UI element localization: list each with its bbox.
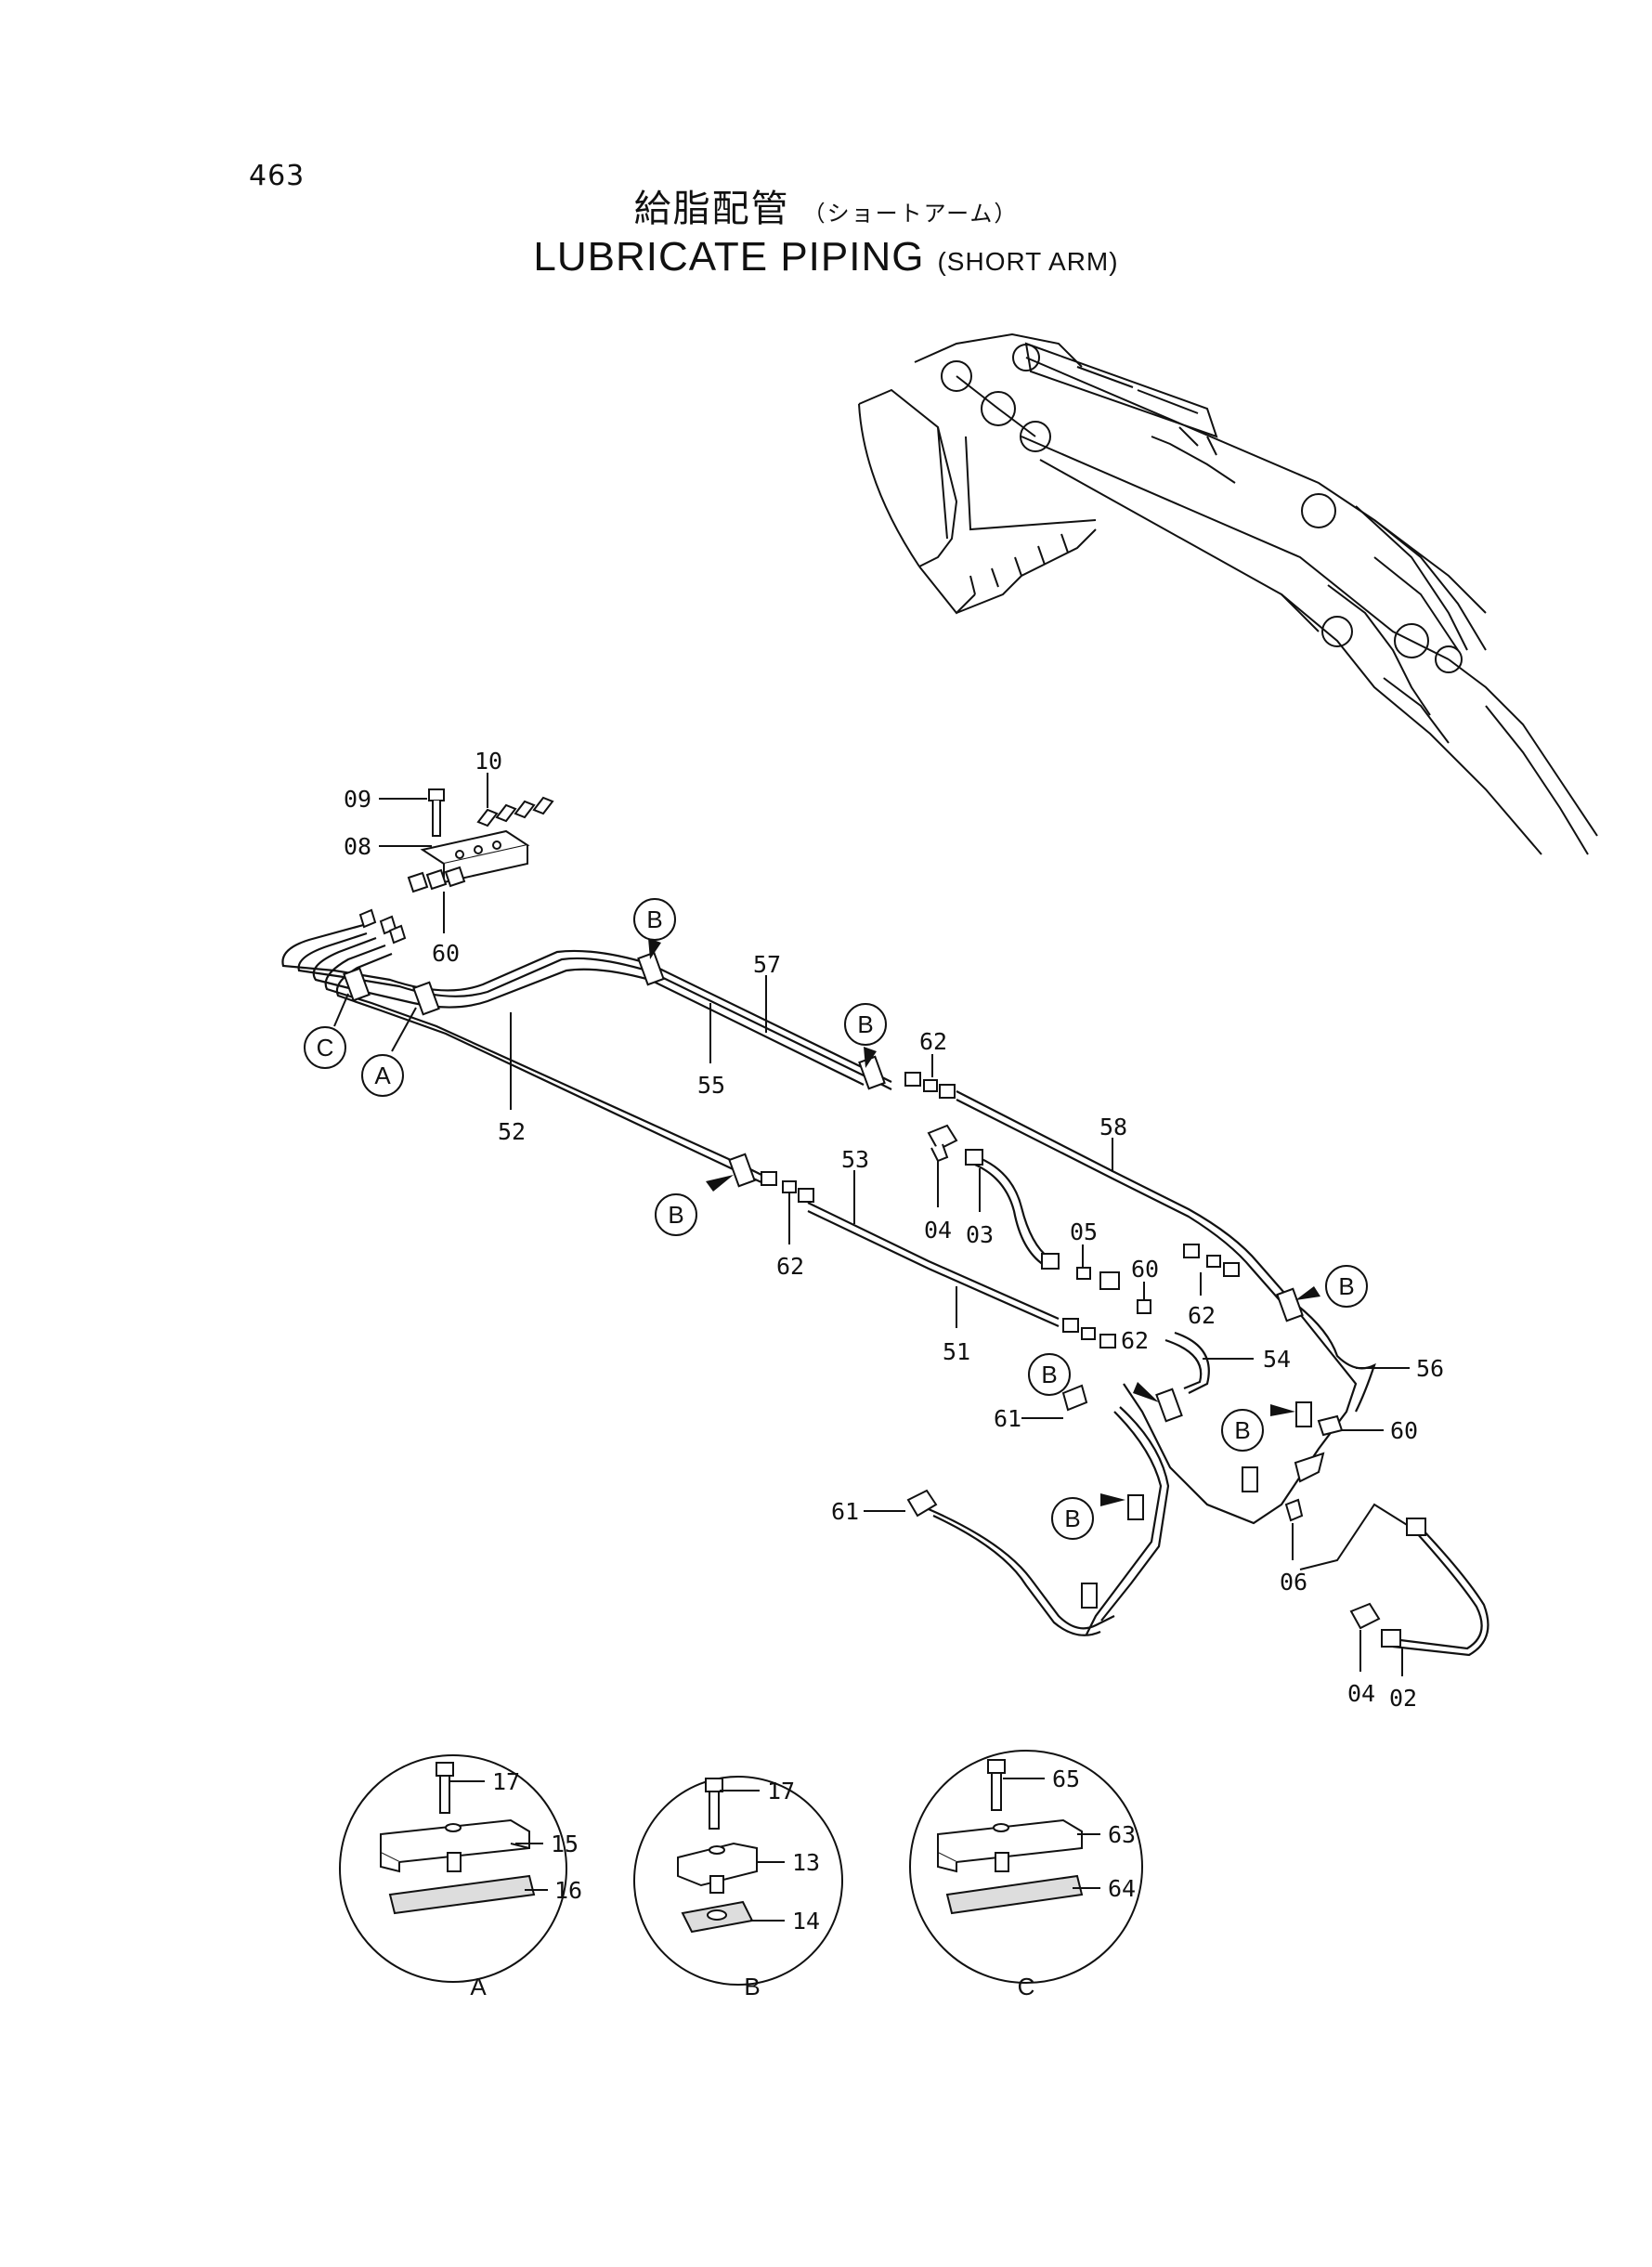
callout-b6: B <box>1221 1404 1295 1452</box>
label-05: 05 <box>1070 1218 1098 1245</box>
title-english: LUBRICATE PIPING (SHORT ARM) <box>0 234 1652 280</box>
callout-b5-letter: B <box>1041 1361 1057 1388</box>
fittings <box>358 788 1426 1648</box>
label-54: 54 <box>1263 1346 1291 1373</box>
part-labels: 10 09 08 60 57 55 52 62 58 53 62 04 03 0… <box>344 748 1444 1712</box>
label-13: 13 <box>792 1849 820 1876</box>
label-10: 10 <box>475 748 502 775</box>
detail-view-a-letter: A <box>470 1973 487 2000</box>
callout-b2: B <box>844 1003 887 1068</box>
title-japanese: 給脂配管 （ショートアーム） <box>0 178 1652 232</box>
callout-b7-letter: B <box>1064 1505 1080 1532</box>
detail-view-b-letter: B <box>744 1973 760 2000</box>
detail-view-c: 65 63 64 C <box>909 1750 1143 2000</box>
label-03: 03 <box>966 1221 994 1248</box>
label-52: 52 <box>498 1118 526 1145</box>
label-17-view-a: 17 <box>492 1768 520 1795</box>
label-04-upper: 04 <box>924 1217 952 1244</box>
callout-c-letter: C <box>317 1034 334 1062</box>
title-japanese-sub: （ショートアーム） <box>802 201 1019 227</box>
callout-a-letter: A <box>374 1062 391 1089</box>
label-60-manifold: 60 <box>432 940 460 967</box>
detail-view-a: 17 15 16 A <box>339 1754 582 2000</box>
page-number: 463 <box>249 160 306 192</box>
label-04-lower: 04 <box>1347 1680 1375 1707</box>
label-14: 14 <box>792 1908 820 1935</box>
callout-b7: B <box>1051 1493 1125 1540</box>
excavator-arm-illustration <box>858 332 1598 855</box>
callout-b4: B <box>1295 1265 1368 1308</box>
label-61-upper: 61 <box>994 1405 1021 1432</box>
callout-b2-letter: B <box>857 1010 873 1038</box>
label-62-left: 62 <box>776 1253 804 1280</box>
callout-b1-letter: B <box>646 905 662 933</box>
label-62-lower: 62 <box>1121 1327 1149 1354</box>
label-17-view-b: 17 <box>767 1778 795 1804</box>
detail-view-b: 17 13 14 B <box>633 1776 843 2000</box>
title-english-main: LUBRICATE PIPING <box>533 234 925 280</box>
label-51: 51 <box>943 1338 970 1365</box>
title-english-sub: (SHORT ARM) <box>937 247 1119 276</box>
callout-b5: B <box>1028 1353 1159 1402</box>
detail-view-c-letter: C <box>1018 1973 1035 2000</box>
label-63: 63 <box>1108 1821 1136 1848</box>
callout-b1: B <box>633 898 676 959</box>
callout-b3-letter: B <box>668 1201 683 1229</box>
label-62-right: 62 <box>1188 1302 1216 1329</box>
label-64: 64 <box>1108 1875 1136 1902</box>
label-16: 16 <box>554 1877 582 1904</box>
title-japanese-main: 給脂配管 <box>633 188 790 230</box>
label-53: 53 <box>841 1146 869 1173</box>
label-02: 02 <box>1389 1685 1417 1712</box>
label-62-upper: 62 <box>919 1028 947 1055</box>
callout-b3: B <box>655 1175 734 1236</box>
label-60-mid: 60 <box>1131 1256 1159 1283</box>
callout-a: A <box>361 1007 417 1097</box>
label-08: 08 <box>344 833 371 860</box>
callout-c: C <box>304 993 349 1069</box>
label-57: 57 <box>753 951 781 978</box>
pipe-clamps <box>343 951 1312 1609</box>
callouts: C A B B B B B <box>304 898 1368 1540</box>
label-65: 65 <box>1052 1765 1080 1792</box>
label-55: 55 <box>697 1072 725 1099</box>
callout-b6-letter: B <box>1234 1416 1250 1444</box>
label-58: 58 <box>1099 1114 1127 1140</box>
label-06: 06 <box>1280 1569 1307 1596</box>
label-09: 09 <box>344 786 371 813</box>
pipe-runs <box>281 922 1489 1657</box>
label-60-right: 60 <box>1390 1417 1418 1444</box>
label-56: 56 <box>1416 1355 1444 1382</box>
label-61-lower: 61 <box>831 1498 859 1525</box>
label-15: 15 <box>551 1831 579 1857</box>
callout-b4-letter: B <box>1338 1272 1354 1300</box>
